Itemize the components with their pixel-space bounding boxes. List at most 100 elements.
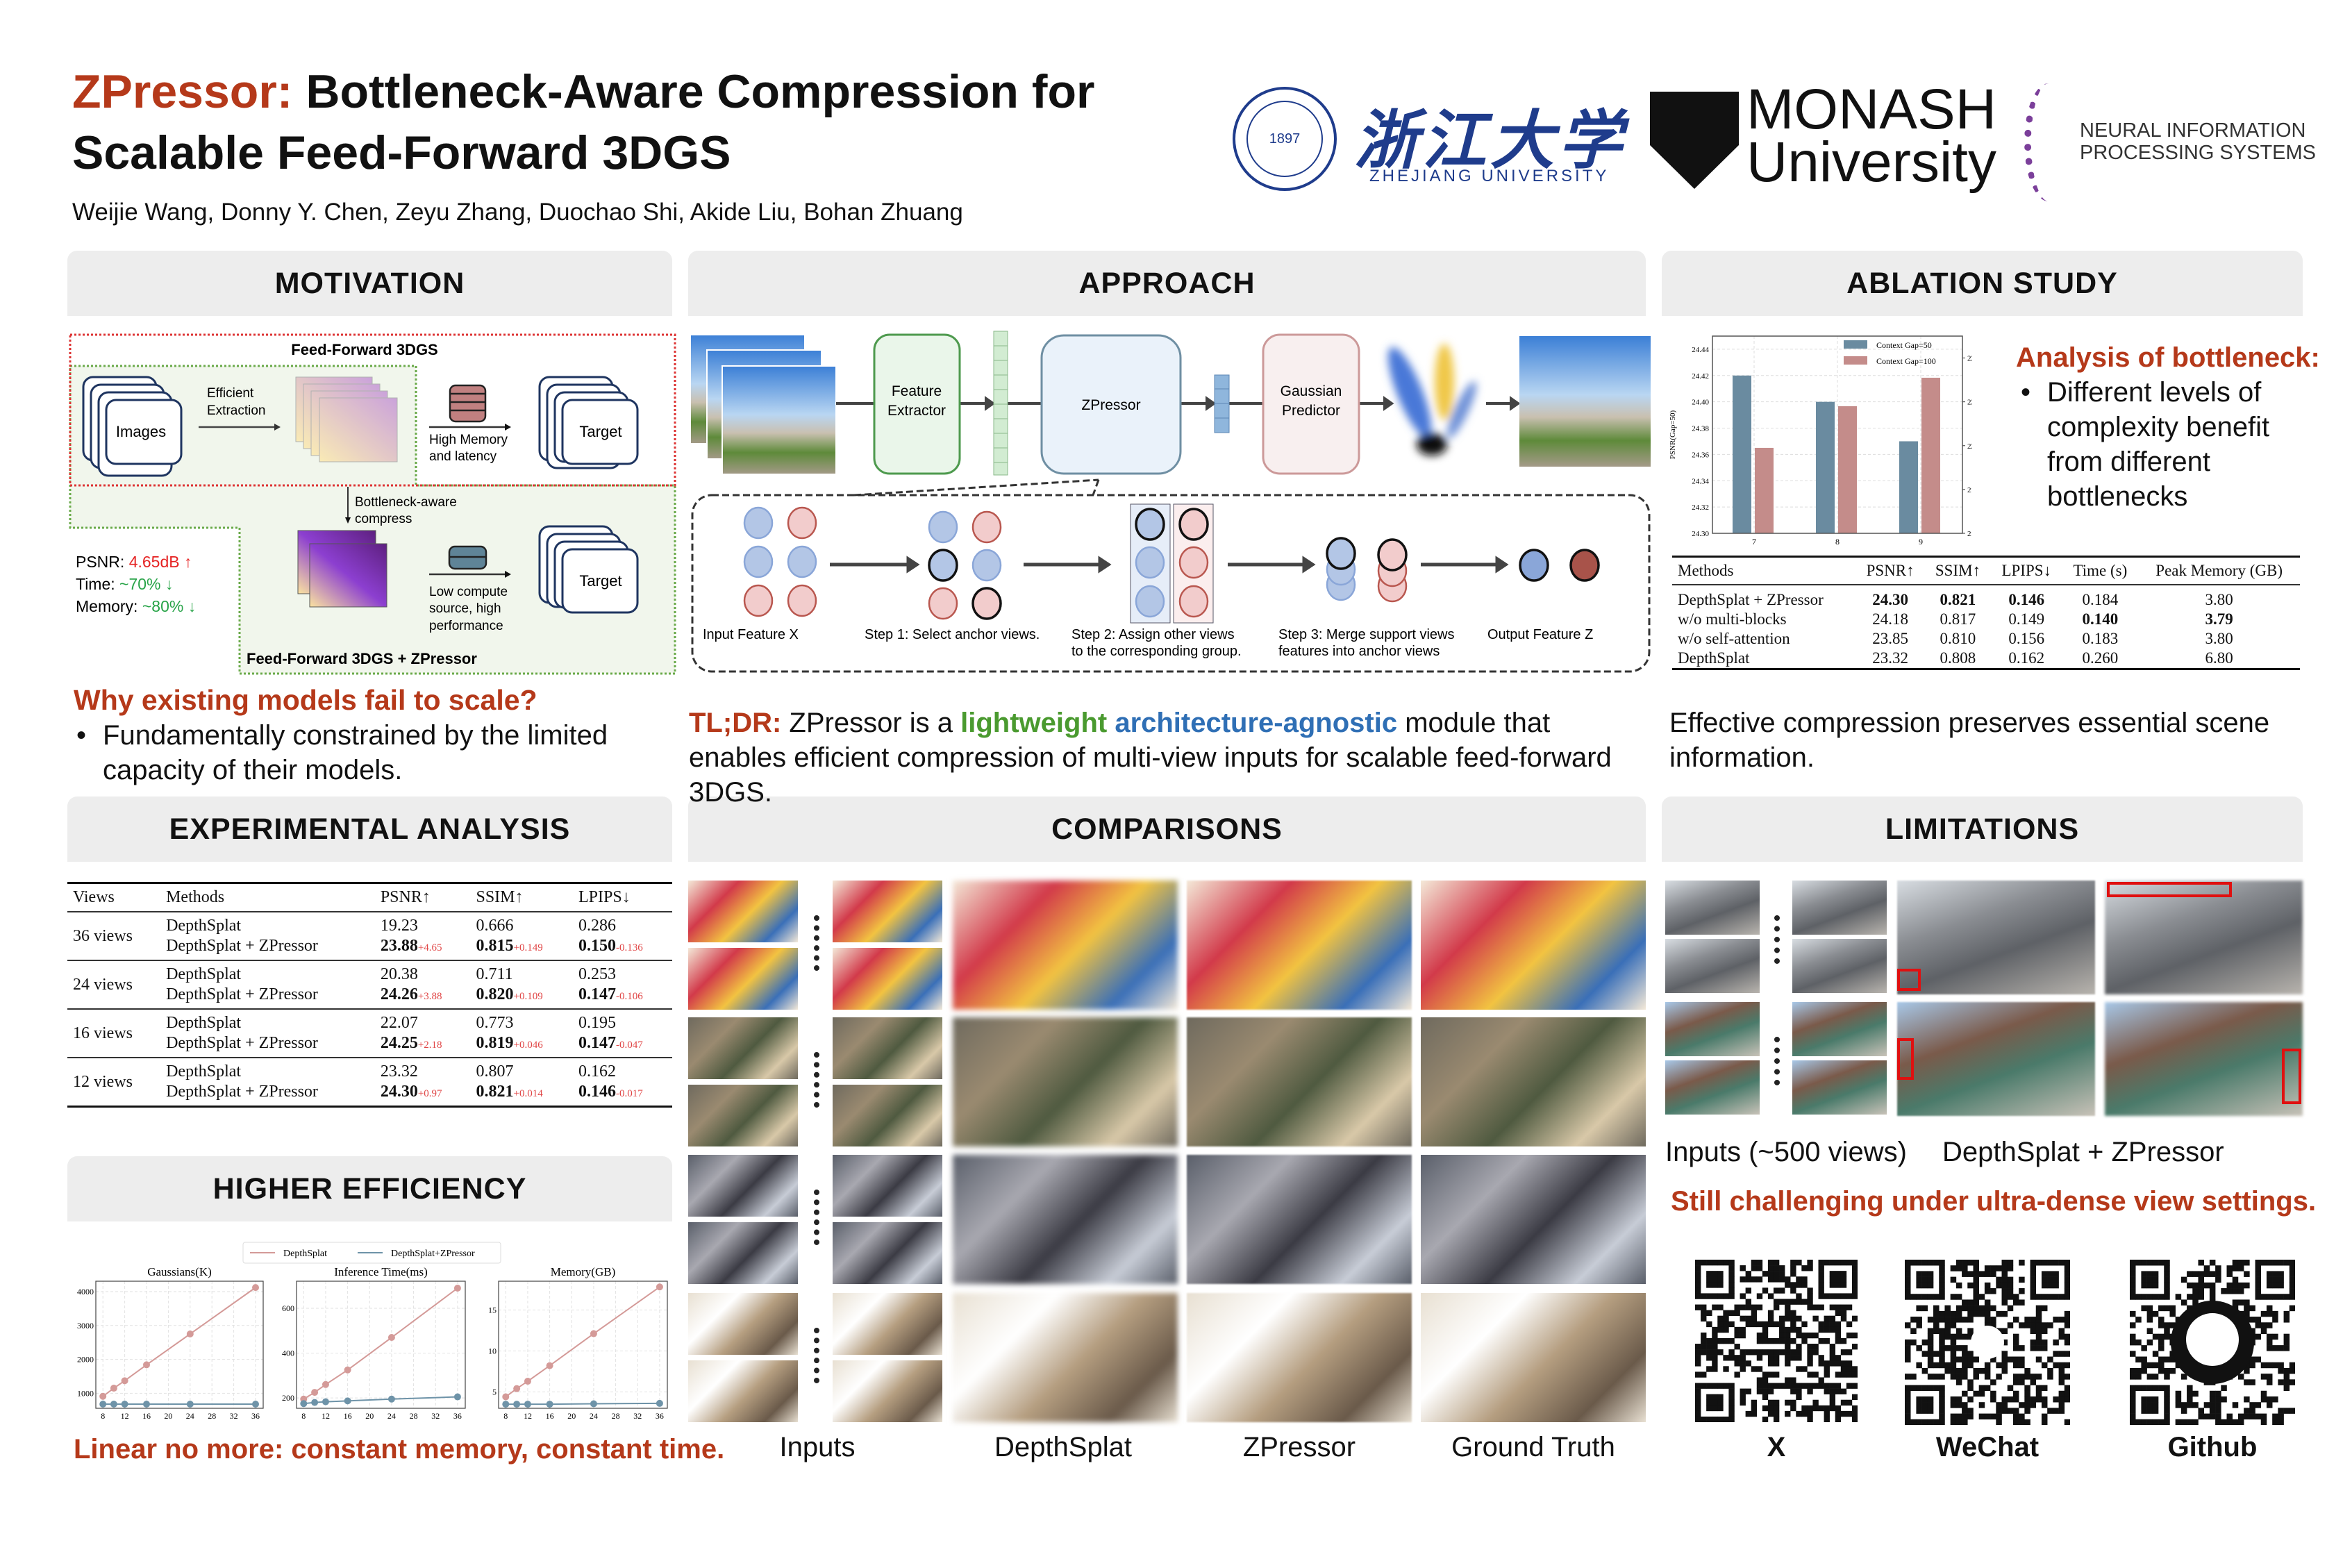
ground-truth-image [1421, 881, 1646, 1010]
qr-module [1905, 1345, 1911, 1351]
qr-module [1944, 1362, 1951, 1369]
qr-module [2198, 1288, 2204, 1294]
qr-module [2164, 1390, 2170, 1397]
qr-module [1773, 1321, 1780, 1328]
qr-module [2030, 1328, 2037, 1334]
qr-module [2266, 1396, 2273, 1403]
data-point [121, 1377, 128, 1385]
qr-module [2198, 1282, 2204, 1289]
qr-module [1723, 1355, 1729, 1361]
qr-module [1927, 1271, 1934, 1277]
qr-module [1916, 1294, 1922, 1300]
data-point [453, 1393, 461, 1401]
qr-module [1801, 1332, 1808, 1339]
qr-module [1818, 1377, 1824, 1383]
depthsplat-render [953, 881, 1178, 1010]
legend-label: Context Gap=100 [1876, 356, 1936, 366]
time-stat: Time: ~70% ↓ [76, 575, 173, 593]
qr-module [2001, 1367, 2008, 1374]
qr-module [2209, 1413, 2216, 1420]
qr-module [1785, 1299, 1791, 1305]
table-cell: 0.147-0.106 [573, 985, 672, 1009]
motivation-bullet: •Fundamentally constrained by the limite… [76, 718, 667, 787]
qr-module [1773, 1349, 1780, 1356]
qr-module [2019, 1299, 2025, 1306]
label-depthsplat: DepthSplat [994, 1432, 1132, 1462]
qr-module [1829, 1399, 1836, 1406]
title-line-1: Bottleneck-Aware Compression for [292, 65, 1095, 118]
qr-code-github[interactable] [2130, 1260, 2295, 1425]
qr-module [1835, 1282, 1842, 1288]
qr-module [1785, 1282, 1791, 1288]
qr-module [2130, 1260, 2136, 1266]
table-cell: 0.195 [578, 1014, 616, 1032]
feature-circle [1135, 585, 1165, 618]
qr-module [1773, 1383, 1780, 1389]
qr-module [1812, 1371, 1819, 1378]
qr-module [2047, 1260, 2053, 1266]
qr-module [1990, 1305, 1996, 1312]
title-highlight: ZPressor: [72, 65, 293, 118]
feature-circle [1135, 546, 1165, 579]
qr-module [1967, 1413, 1974, 1420]
qr-module [2249, 1413, 2255, 1420]
qr-module [2289, 1305, 2295, 1312]
feature-circle [787, 506, 817, 540]
qr-module [1835, 1360, 1842, 1367]
qr-module [1846, 1332, 1853, 1339]
qr-module [1762, 1287, 1769, 1294]
step-3-label-1: Step 3: Merge support views [1278, 627, 1454, 642]
qr-code-wechat[interactable] [1905, 1260, 2070, 1425]
qr-module [1955, 1419, 1962, 1425]
qr-module [1973, 1260, 1979, 1266]
qr-module [1712, 1304, 1718, 1310]
qr-module [1846, 1399, 1853, 1406]
qr-module [1835, 1304, 1842, 1310]
qr-module [1984, 1310, 1991, 1317]
qr-module [2215, 1396, 2221, 1403]
qr-module [2289, 1282, 2295, 1289]
qr-module [1807, 1355, 1813, 1361]
qr-module [1767, 1310, 1774, 1316]
zpressor-render [1187, 1155, 1412, 1284]
x-tick-label: 8 [1835, 537, 1840, 547]
input-thumb [1792, 881, 1887, 935]
bar-gap50 [1733, 375, 1751, 533]
y-tick-label: 10 [488, 1346, 497, 1356]
qr-module [2198, 1271, 2204, 1277]
database-high-memory-icon [449, 384, 487, 423]
qr-module [1712, 1337, 1718, 1344]
qr-module [2064, 1310, 2070, 1317]
qr-module [1717, 1394, 1724, 1401]
qr-module [1717, 1315, 1724, 1322]
qr-module [1801, 1366, 1808, 1372]
qr-module [1944, 1328, 1951, 1334]
feature-extractor-block [873, 333, 961, 475]
images-stack-icon [82, 376, 183, 477]
qr-module [1773, 1355, 1780, 1361]
qr-module [1962, 1305, 1968, 1312]
qr-module [1967, 1282, 1974, 1289]
qr-module [2266, 1322, 2273, 1328]
feature-circle [928, 549, 958, 582]
y-right-tick-label: 21.8 [1967, 486, 1972, 494]
data-point [524, 1378, 531, 1385]
x-tick-label: 9 [1919, 537, 1923, 547]
qr-module [1767, 1383, 1774, 1389]
qr-module [2272, 1310, 2278, 1317]
table-cell: 0.150-0.136 [573, 936, 672, 960]
qr-module [2283, 1333, 2290, 1340]
qr-module [2030, 1322, 2037, 1328]
qr-module [2152, 1333, 2159, 1340]
qr-module [2283, 1339, 2290, 1346]
qr-code-x[interactable] [1695, 1260, 1858, 1422]
qr-module [1812, 1304, 1819, 1310]
analysis-bullet-text: Different levels of complexity benefit f… [2047, 377, 2270, 512]
qr-module [2192, 1271, 2199, 1277]
qr-module [2053, 1351, 2059, 1357]
qr-module [1990, 1288, 1996, 1294]
qr-module [1978, 1367, 1985, 1374]
qr-module [1717, 1399, 1724, 1406]
qr-module [1818, 1355, 1824, 1361]
x-tick-label: 36 [453, 1411, 462, 1421]
